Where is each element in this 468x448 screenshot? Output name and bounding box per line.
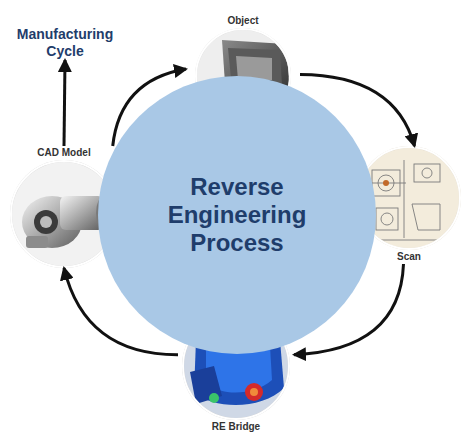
heading-label: Manufacturing Cycle <box>8 26 122 60</box>
picture-slot <box>6 160 122 268</box>
scan-node: Scan <box>354 146 464 264</box>
node-label: Scan <box>354 250 464 264</box>
picture-slot <box>354 146 464 250</box>
circle-fill <box>98 76 376 354</box>
cad-model-node: CAD Model <box>6 146 122 268</box>
picture-slot <box>178 312 294 420</box>
process-circle: Reverse Engineering Process <box>97 75 377 355</box>
node-label: RE Bridge <box>178 420 294 434</box>
circle-title: Reverse Engineering Process <box>157 173 317 257</box>
manufacturing-cycle-node: Manufacturing Cycle <box>8 26 122 60</box>
re-bridge-node: RE Bridge <box>178 312 294 434</box>
flow-arrow <box>64 60 65 146</box>
node-label: CAD Model <box>6 146 122 160</box>
node-label: Object <box>186 14 300 28</box>
